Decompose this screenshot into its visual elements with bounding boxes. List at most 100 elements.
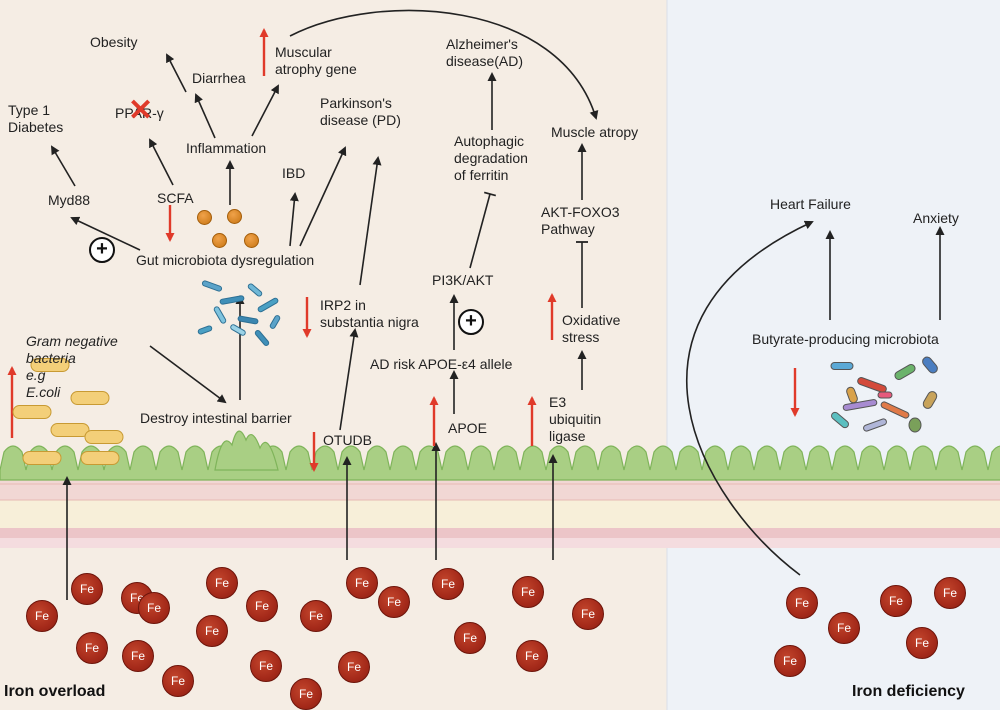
dysregulation-to-ibd-arrow [289, 192, 299, 247]
inflammation-label: Inflammation [186, 140, 267, 156]
muscular-line: Muscular [275, 44, 332, 60]
iron-ion-icon: Fe [516, 640, 548, 672]
iron-ion-icon: Fe [378, 586, 410, 618]
iron-overload-title: Iron overload [4, 683, 106, 700]
e3-line: E3 [549, 394, 567, 410]
iron-ion-icon: Fe [572, 598, 604, 630]
scfa-dot [212, 233, 227, 248]
pathway-line: Pathway [541, 221, 595, 237]
bacteria-icon [247, 283, 263, 297]
plus-circle-icon: + [458, 309, 484, 335]
akt-foxo3-label: AKT-FOXO3 Pathway [541, 204, 620, 238]
iron-ion-icon: Fe [432, 568, 464, 600]
bacteria-icon [30, 358, 70, 372]
ppar-gamma-label: PPAR-γ [115, 105, 164, 121]
iron-ion-icon: Fe [122, 640, 154, 672]
dysregulation-to-pd-arrow [299, 146, 347, 247]
obesity-label: Obesity [90, 34, 138, 50]
iron-ion-icon: Fe [338, 651, 370, 683]
diabetes-line: Diabetes [8, 119, 64, 135]
oxidative-stress-label: Oxidative stress [562, 312, 620, 346]
atrophy-gene-line: atrophy gene [275, 61, 357, 77]
bacteria-icon [219, 295, 245, 305]
bacteria-icon [877, 391, 893, 399]
e3-ligase-label: E3 ubiquitin ligase [549, 394, 601, 445]
irp2-to-pd-arrow [359, 156, 382, 286]
heart-failure-label: Heart Failure [770, 196, 851, 212]
bacteria-icon [831, 411, 849, 429]
inflammation-to-atrophy-gene-arrow [251, 84, 279, 137]
pd-line: disease (PD) [320, 112, 401, 128]
myd88-label: Myd88 [48, 192, 91, 208]
pi3k-inhibits-autophagy [469, 193, 491, 269]
x-mark-icon: ✕ [128, 94, 154, 127]
muscular-atrophy-gene-label: Muscular atrophy gene [275, 44, 357, 78]
alzheimers-line: Alzheimer's [446, 36, 518, 52]
eg-line: e.g [26, 367, 46, 383]
gram-negative-line: Gram negative [26, 333, 118, 349]
iron-ion-icon: Fe [512, 576, 544, 608]
autophagic-line: Autophagic [454, 133, 525, 149]
iron-ion-icon: Fe [76, 632, 108, 664]
gram-negative-label: Gram negative bacteria e.g E.coli [26, 333, 118, 401]
iron-ion-icon: Fe [828, 612, 860, 644]
iron-ion-icon: Fe [290, 678, 322, 710]
otudb-label: OTUDB [323, 432, 372, 448]
degradation-line: degradation [454, 150, 528, 166]
irp2-label: IRP2 in substantia nigra [320, 297, 419, 331]
apoe-label: APOE [448, 420, 487, 436]
bacteria-icon [922, 356, 938, 374]
bacteria-icon [846, 386, 858, 404]
bacteria-icon [197, 325, 213, 335]
otudb-to-irp2-arrow [339, 328, 359, 431]
bacteria-icon [50, 423, 90, 437]
bacteria-icon [880, 401, 910, 419]
bacteria-icon [12, 405, 52, 419]
bacteria-icon [922, 391, 938, 409]
type1-diabetes-label: Type 1 Diabetes [8, 102, 63, 136]
gut-dysregulation-label: Gut microbiota dysregulation [136, 252, 315, 268]
ubiquitin-line: ubiquitin [549, 411, 602, 427]
diarrhea-to-obesity-arrow [166, 53, 187, 93]
stress-line: stress [562, 329, 600, 345]
bacteria-icon [894, 364, 916, 380]
bacteria-icon [842, 399, 878, 411]
iron-ion-icon: Fe [880, 585, 912, 617]
pi3k-label: PI3K/AKT [432, 272, 494, 288]
inhibit-bar [483, 191, 497, 197]
ligase-line: ligase [549, 428, 586, 444]
iron-ion-icon: Fe [138, 592, 170, 624]
scfa-to-ppar-arrow [149, 138, 174, 186]
iron-ion-icon: Fe [454, 622, 486, 654]
bacteria-icon [201, 280, 223, 292]
ecoli-line: E.coli [26, 384, 61, 400]
muscle-band [0, 528, 1000, 538]
iron-ion-icon: Fe [162, 665, 194, 697]
gram-negative-to-barrier-arrow [149, 345, 227, 404]
bacteria-icon [908, 417, 922, 433]
parkinsons-label: Parkinson's disease (PD) [320, 95, 401, 129]
iron-ion-icon: Fe [346, 567, 378, 599]
iron-deficiency-to-heart-arrow [686, 220, 814, 576]
iron-overload-panel [0, 0, 667, 710]
submucosa-band [0, 500, 1000, 530]
ad-line: disease(AD) [446, 53, 524, 69]
damaged-villi [214, 430, 279, 471]
myd88-to-diabetes-arrow [50, 145, 76, 187]
irp2-line: IRP2 in [320, 297, 366, 313]
parkinsons-line: Parkinson's [320, 95, 392, 111]
oxidative-line: Oxidative [562, 312, 621, 328]
muscle-atropy-label: Muscle atropy [551, 124, 639, 140]
bacteria-icon [254, 330, 270, 346]
iron-ion-icon: Fe [26, 600, 58, 632]
bacteria-icon [237, 315, 259, 325]
iron-ion-icon: Fe [250, 650, 282, 682]
bacteria-icon [269, 315, 281, 329]
inflammation-to-diarrhea-arrow [194, 93, 216, 139]
scfa-label: SCFA [157, 190, 194, 206]
